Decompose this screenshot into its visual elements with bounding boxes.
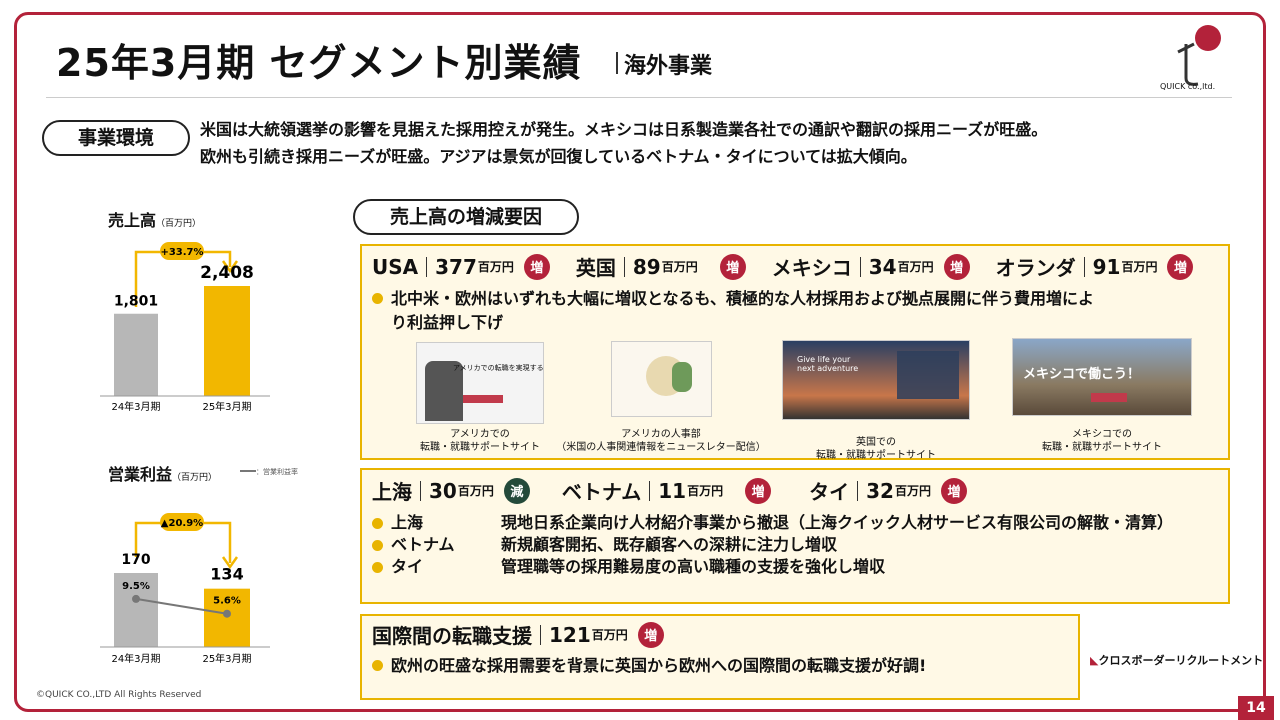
bullet-dot (372, 540, 383, 551)
bullet-dot (372, 660, 383, 671)
sales-growth-label: +33.7% (160, 247, 203, 258)
margin-label-25: 5.6% (213, 596, 241, 607)
sales-value-25: 2,408 (200, 263, 254, 283)
environment-label: 事業環境 (42, 120, 190, 156)
page-number: 14 (1238, 696, 1274, 720)
title-divider (46, 97, 1232, 98)
profit-bar-25 (204, 588, 250, 647)
logo-text: QUICK co.,ltd. (1160, 82, 1216, 91)
hr-newsletter-caption: アメリカの人事部（米国の人事関連情報をニュースレター配信） (556, 429, 766, 453)
sales-xtick-24: 24年3月期 (111, 400, 160, 413)
profit-chart-title: 営業利益（百万円） (108, 465, 218, 484)
profit-change-badge (160, 513, 204, 531)
environment-text: 米国は大統領選挙の影響を見据えた採用控えが発生。メキシコは日系製造業各社での通訳… (200, 116, 1240, 170)
profit-value-24: 170 (121, 552, 150, 568)
profit-chart: ▲20.9% 170 134 9.5% 5.6% 24年3月期 25年3月期 (100, 513, 270, 665)
sales-chart-title: 売上高（百万円） (108, 211, 202, 230)
increase-badge: 増 (637, 621, 664, 648)
environment-line-2: 欧州も引続き採用ニーズが旺盛。アジアは景気が回復しているベトナム・タイについては… (200, 147, 917, 166)
margin-point-25 (223, 609, 231, 618)
usa-site-caption: アメリカでの転職・就職サポートサイト (420, 429, 540, 453)
usa-site-button (463, 395, 503, 403)
uk-site-form (897, 351, 959, 399)
detail-row-vietnam: ベトナム新規顧客開拓、既存顧客への深耕に注力し増収 (372, 534, 1173, 556)
sales-chart: +33.7% 1,801 2,408 24年3月期 25年3月期 (100, 242, 270, 413)
cross-border-logo-icon: ◣ (1090, 654, 1099, 667)
environment-line-1: 米国は大統領選挙の影響を見据えた採用控えが発生。メキシコは日系製造業各社での通訳… (200, 120, 1048, 139)
decrease-badge: 減 (503, 477, 530, 504)
copyright: ©QUICK CO.,LTD All Rights Reserved (36, 690, 202, 700)
increase-badge: 増 (1167, 253, 1194, 280)
box3-bullet: 欧州の旺盛な採用需要を背景に英国から欧州への国際間の転職支援が好調! (372, 654, 926, 678)
bullet-dot (372, 518, 383, 529)
profit-value-25: 134 (210, 565, 243, 584)
mexico-site-button (1091, 393, 1127, 402)
profit-change-label: ▲20.9% (161, 518, 203, 529)
margin-line (135, 597, 228, 615)
sales-growth-badge (160, 242, 204, 260)
increase-badge: 増 (719, 253, 746, 280)
profit-bar-24 (114, 573, 158, 647)
legend-line-icon (240, 470, 256, 472)
detail-row-thailand: タイ管理職等の採用難易度の高い職種の支援を強化し増収 (372, 556, 1173, 578)
profit-xtick-25: 25年3月期 (202, 652, 251, 665)
increase-badge: 増 (943, 253, 970, 280)
sales-arrow-head (221, 260, 239, 274)
margin-label-24: 9.5% (122, 581, 150, 592)
mexico-site-caption: メキシコでの転職・就職サポートサイト (1042, 429, 1162, 453)
uk-site-headline: Give life your next adventure (797, 355, 859, 373)
uk-site-screenshot: Give life your next adventure (782, 340, 970, 420)
box1-bullet: 北中米・欧州はいずれも大幅に増収となるも、積極的な人材採用および拠点展開に伴う費… (372, 287, 1222, 335)
usa-site-headline: アメリカでの転職を実現する (453, 364, 544, 372)
quick-logo-icon (1177, 25, 1221, 86)
box1-bullet-line-2: り利益押し下げ (391, 313, 504, 332)
increase-badge: 増 (745, 477, 772, 504)
slide-frame (14, 12, 1266, 712)
page-title: 25年3月期 セグメント別業績 (56, 41, 582, 85)
profit-legend: ：営業利益率 (240, 467, 298, 477)
page-subtitle: 海外事業 (615, 48, 712, 80)
bullet-dot (372, 293, 383, 304)
factors-label: 売上高の増減要因 (353, 199, 579, 235)
increase-badge: 増 (523, 253, 550, 280)
asia-details: 上海現地日系企業向け人材紹介事業から撤退（上海クイック人材サービス有限公司の解散… (372, 512, 1173, 578)
person-illustration (672, 362, 692, 392)
profit-arrow-head (221, 556, 239, 570)
increase-badge: 増 (940, 477, 967, 504)
mexico-site-screenshot: メキシコで働こう！ (1012, 338, 1192, 416)
cross-border-box (360, 614, 1080, 700)
hr-newsletter-screenshot (611, 341, 712, 417)
mexico-site-headline: メキシコで働こう！ (1023, 367, 1141, 382)
sales-bar-24 (114, 313, 158, 396)
sales-bar-25 (204, 286, 250, 396)
usa-site-screenshot: アメリカでの転職を実現する (416, 342, 544, 424)
bullet-dot (372, 562, 383, 573)
margin-point-24 (132, 594, 140, 603)
people-image (425, 361, 463, 421)
sales-value-24: 1,801 (114, 294, 158, 310)
cross-border-logo: ◣クロスボーダーリクルートメント (1090, 654, 1264, 667)
sales-xtick-25: 25年3月期 (202, 400, 251, 413)
uk-site-caption: 英国での転職・就職サポートサイト (816, 437, 936, 461)
detail-row-shanghai: 上海現地日系企業向け人材紹介事業から撤退（上海クイック人材サービス有限公司の解散… (372, 512, 1173, 534)
profit-xtick-24: 24年3月期 (111, 652, 160, 665)
